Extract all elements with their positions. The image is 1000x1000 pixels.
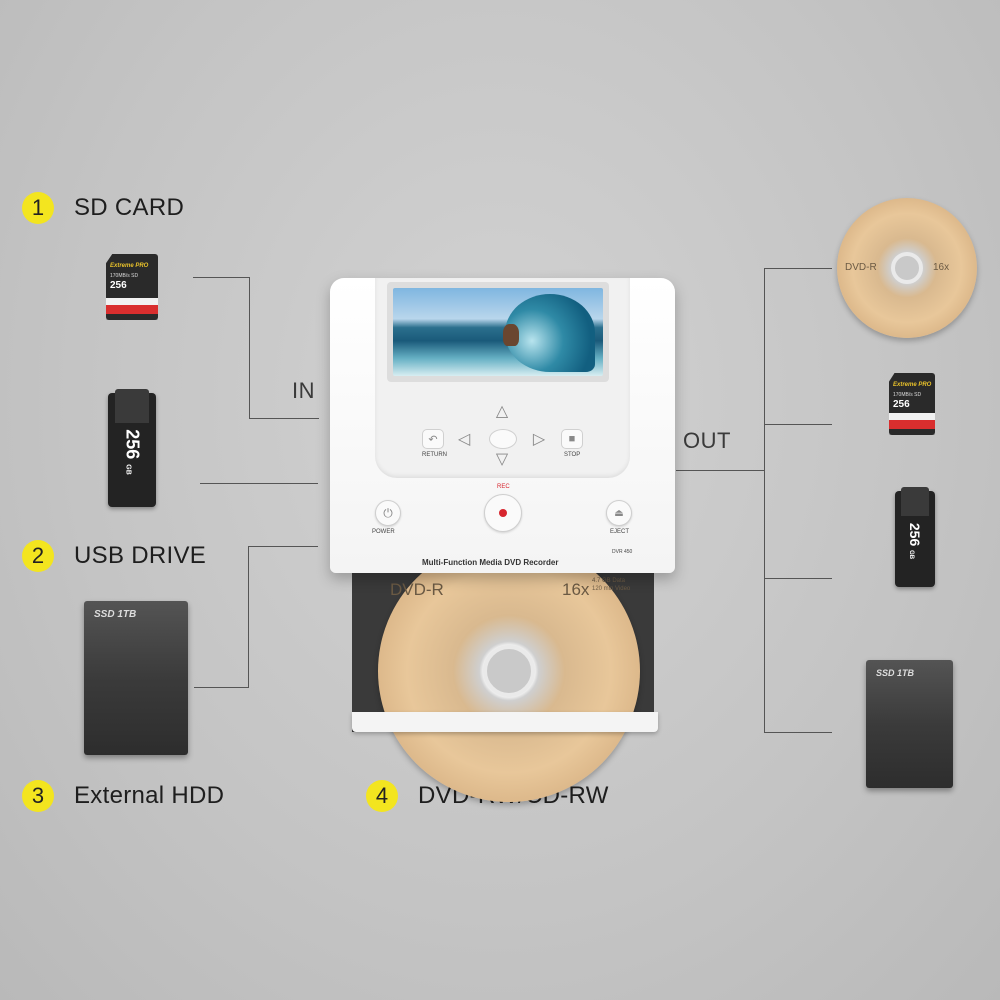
source-label-text: External HDD	[74, 782, 225, 809]
lcd-screen	[387, 282, 609, 382]
eject-button[interactable]: ⏏	[606, 500, 632, 526]
sd-brand: Extreme PRO	[893, 382, 932, 388]
power-button[interactable]: ⏻	[375, 500, 401, 526]
model-code: DVR 450	[612, 549, 633, 555]
right-arrow-button[interactable]: ▷	[532, 431, 546, 448]
sd-spec: 170MB/s SD	[893, 392, 922, 398]
disc-speed: 16x	[562, 580, 590, 599]
usb-capacity: 256	[122, 429, 143, 460]
in-label: IN	[292, 378, 315, 403]
screen-image	[393, 288, 603, 376]
sd-capacity: 256	[110, 280, 127, 291]
dvd-disc-image: DVD-R 16x	[837, 198, 977, 338]
return-label: RETURN	[422, 452, 447, 458]
up-arrow-button[interactable]: △	[495, 403, 509, 420]
number-badge: 2	[22, 540, 54, 572]
record-button[interactable]	[484, 494, 522, 532]
return-button[interactable]: ↶	[422, 429, 444, 449]
record-icon	[499, 509, 507, 517]
number-badge: 3	[22, 780, 54, 812]
usb-capacity: 256	[907, 522, 923, 547]
sd-card-image: Extreme PRO 170MB/s SD 256	[106, 254, 158, 320]
sd-spec: 170MB/s SD	[110, 273, 139, 279]
ok-button[interactable]	[489, 429, 517, 449]
usb-drive-image: 256 GB	[108, 389, 156, 507]
dvd-recorder: ↶ RETURN ◁ △ ▽ ▷ ■ STOP REC ⏻ POWER ⏏ EJ…	[330, 278, 675, 573]
source-label-sd: 1 SD CARD	[22, 192, 184, 224]
sd-brand: Extreme PRO	[110, 263, 149, 269]
usb-unit: GB	[124, 464, 132, 476]
disc-brand: DVD-R	[390, 580, 444, 599]
rec-label: REC	[497, 484, 510, 490]
ssd-label: SSD 1TB	[876, 668, 915, 678]
source-label-hdd: 3 External HDD	[22, 780, 224, 812]
source-label-usb: 2 USB DRIVE	[22, 540, 206, 572]
sd-card-image: Extreme PRO 170MB/s SD 256	[889, 373, 935, 435]
left-arrow-button[interactable]: ◁	[457, 431, 471, 448]
stop-button[interactable]: ■	[561, 429, 583, 449]
down-arrow-button[interactable]: ▽	[495, 451, 509, 468]
external-hdd-image: SSD 1TB	[84, 601, 188, 755]
disc-brand: DVD-R	[845, 262, 877, 273]
source-label-text: USB DRIVE	[74, 542, 207, 569]
disc-speed: 16x	[933, 262, 950, 273]
disc-capacity-1: 4.7 GB Data	[592, 578, 626, 584]
usb-drive-image: 256 GB	[895, 487, 935, 587]
out-label: OUT	[683, 428, 731, 453]
model-name: Multi-Function Media DVD Recorder	[422, 558, 559, 567]
sd-capacity: 256	[893, 399, 910, 410]
number-badge: 4	[366, 780, 398, 812]
tray-front	[352, 712, 658, 732]
ssd-label: SSD 1TB	[94, 609, 137, 620]
disc-capacity-2: 120 min Video	[592, 586, 631, 592]
stop-label: STOP	[564, 452, 581, 458]
eject-label: EJECT	[610, 529, 630, 535]
control-panel: ↶ RETURN ◁ △ ▽ ▷ ■ STOP	[375, 278, 630, 478]
source-label-text: SD CARD	[74, 194, 185, 221]
number-badge: 1	[22, 192, 54, 224]
power-label: POWER	[372, 529, 395, 535]
dvd-disc-image: DVD-R 16x 4.7 GB Data 120 min Video	[378, 540, 640, 802]
external-hdd-image: SSD 1TB	[866, 660, 953, 788]
usb-unit: GB	[908, 550, 914, 560]
